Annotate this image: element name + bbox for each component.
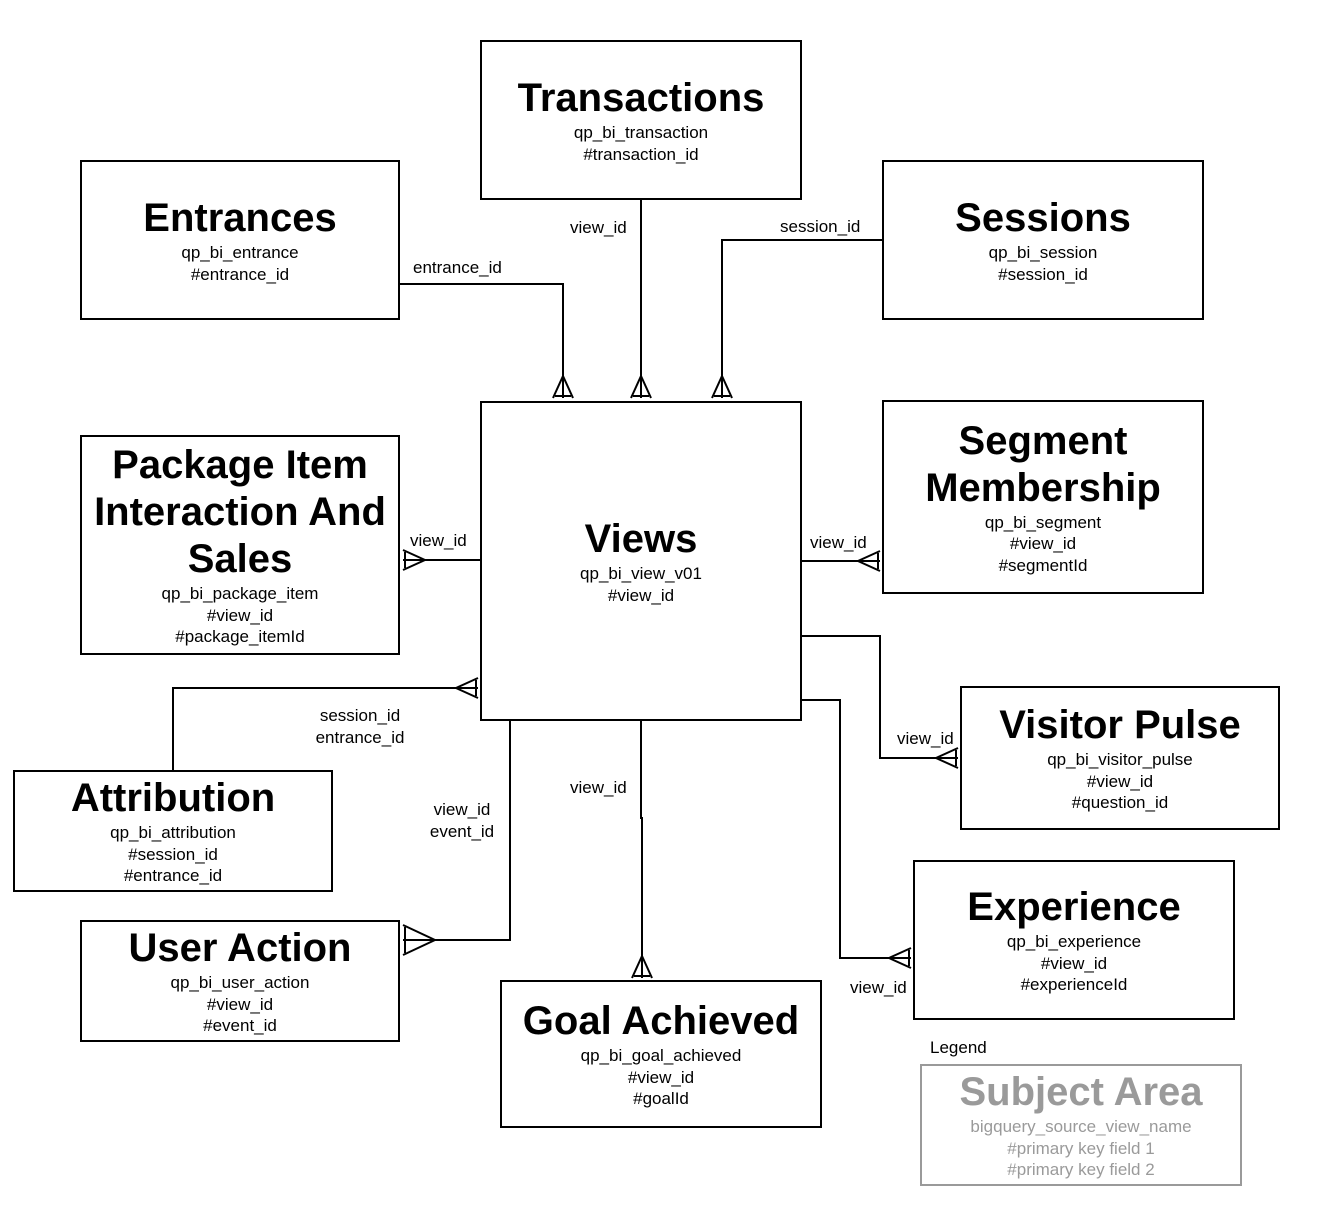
entity-key-field: #view_id (1086, 771, 1154, 791)
entity-key-field: #view_id (1040, 953, 1108, 973)
legend-label: Legend (930, 1038, 987, 1057)
entity-user-action[interactable]: User Action qp_bi_user_action #view_id #… (80, 920, 400, 1042)
entity-title: Experience (967, 885, 1181, 930)
rel-label-views-experience: view_id (850, 978, 907, 997)
entity-source-view: qp_bi_attribution (110, 823, 236, 843)
entity-key-field: #transaction_id (583, 144, 699, 164)
entity-entrances[interactable]: Entrances qp_bi_entrance #entrance_id (80, 160, 400, 320)
crows-foot-transactions (630, 373, 652, 399)
legend-title: Subject Area (959, 1070, 1203, 1115)
entity-source-view: qp_bi_visitor_pulse (1047, 750, 1193, 770)
entity-key-field: #question_id (1071, 793, 1169, 813)
crows-foot-pulse (933, 747, 959, 769)
entity-key-field: #view_id (206, 994, 274, 1014)
entity-sessions[interactable]: Sessions qp_bi_session #session_id (882, 160, 1204, 320)
entity-source-view: qp_bi_session (988, 243, 1098, 262)
legend-key-field: #primary key field 1 (1007, 1138, 1155, 1158)
rel-label-entrances-views: entrance_id (413, 258, 502, 277)
entity-experience[interactable]: Experience qp_bi_experience #view_id #ex… (913, 860, 1235, 1020)
crows-foot-sessions (711, 373, 733, 399)
crows-foot-package (402, 549, 428, 571)
entity-title: Visitor Pulse (999, 703, 1241, 748)
entity-title-line: Sales (187, 537, 293, 582)
rel-label-line: entrance_id (315, 727, 405, 747)
rel-label-views-segment: view_id (810, 533, 867, 552)
entity-key-field: #entrance_id (190, 264, 290, 284)
rel-label-attribution-views: session_id entrance_id (300, 705, 420, 748)
line-views-experience (802, 699, 911, 959)
entity-segment-membership[interactable]: Segment Membership qp_bi_segment #view_i… (882, 400, 1204, 594)
legend-box: Subject Area bigquery_source_view_name #… (920, 1064, 1242, 1186)
crows-foot-useraction (402, 924, 438, 956)
entity-key-field: #goalId (633, 1089, 689, 1109)
rel-label-line: session_id (319, 706, 401, 725)
rel-label-line: event_id (429, 821, 495, 841)
rel-label-views-pulse: view_id (897, 729, 954, 748)
entity-title: Sessions (955, 196, 1131, 240)
entity-title: Entrances (143, 196, 337, 240)
entity-title-line: Package Item (112, 443, 368, 488)
entity-key-field: #package_itemId (175, 627, 305, 647)
crows-foot-entrances (552, 373, 574, 399)
entity-goal-achieved[interactable]: Goal Achieved qp_bi_goal_achieved #view_… (500, 980, 822, 1128)
crows-foot-attribution (453, 677, 479, 699)
entity-title-line: Membership (925, 465, 1161, 510)
entity-key-field: #session_id (128, 844, 218, 864)
rel-label-line: view_id (433, 800, 491, 819)
entity-source-view: qp_bi_package_item (161, 584, 319, 604)
entity-source-view: qp_bi_transaction (573, 123, 709, 142)
entity-key-field: #view_id (1009, 534, 1077, 554)
line-views-useraction (403, 720, 511, 941)
line-sessions-views (721, 239, 882, 398)
entity-title-line: Interaction And (94, 490, 386, 535)
legend-source-view: bigquery_source_view_name (970, 1117, 1192, 1137)
entity-title: Views (584, 517, 698, 561)
rel-label-views-goal: view_id (570, 778, 627, 797)
entity-key-field: #session_id (998, 264, 1088, 284)
line-attribution-views (172, 687, 478, 770)
entity-source-view: qp_bi_view_v01 (580, 564, 702, 583)
entity-source-view: qp_bi_user_action (170, 973, 310, 993)
entity-key-field: #entrance_id (123, 866, 223, 886)
rel-label-views-package: view_id (410, 531, 467, 550)
entity-key-field: #segmentId (998, 555, 1088, 575)
rel-label-transactions-views: view_id (570, 218, 627, 237)
entity-key-field: #view_id (206, 605, 274, 625)
entity-title-line: Segment (958, 418, 1128, 463)
entity-source-view: qp_bi_experience (1006, 932, 1142, 952)
entity-title: Attribution (70, 776, 276, 821)
line-views-pulse (802, 635, 958, 759)
crows-foot-experience (886, 947, 912, 969)
entity-attribution[interactable]: Attribution qp_bi_attribution #session_i… (13, 770, 333, 892)
entity-key-field: #view_id (627, 1067, 695, 1087)
entity-title: Goal Achieved (522, 999, 800, 1044)
entity-views[interactable]: Views qp_bi_view_v01 #view_id (480, 401, 802, 721)
crows-foot-goal (631, 953, 653, 979)
entity-key-field: #view_id (607, 585, 675, 605)
entity-title: Transactions (517, 76, 765, 120)
entity-source-view: qp_bi_segment (984, 512, 1102, 532)
rel-label-views-useraction: view_id event_id (412, 799, 512, 842)
entity-key-field: #event_id (203, 1016, 277, 1036)
entity-title: User Action (128, 926, 352, 971)
entity-visitor-pulse[interactable]: Visitor Pulse qp_bi_visitor_pulse #view_… (960, 686, 1280, 830)
line-views-goal (640, 720, 643, 978)
rel-label-sessions-views: session_id (780, 217, 861, 236)
crows-foot-segment (855, 550, 881, 572)
entity-source-view: qp_bi_entrance (181, 243, 299, 262)
entity-package-item[interactable]: Package Item Interaction And Sales qp_bi… (80, 435, 400, 655)
entity-key-field: #experienceId (1020, 975, 1128, 995)
entity-source-view: qp_bi_goal_achieved (580, 1046, 742, 1066)
legend-key-field: #primary key field 2 (1007, 1160, 1155, 1180)
line-entrances-views (400, 283, 564, 398)
entity-transactions[interactable]: Transactions qp_bi_transaction #transact… (480, 40, 802, 200)
